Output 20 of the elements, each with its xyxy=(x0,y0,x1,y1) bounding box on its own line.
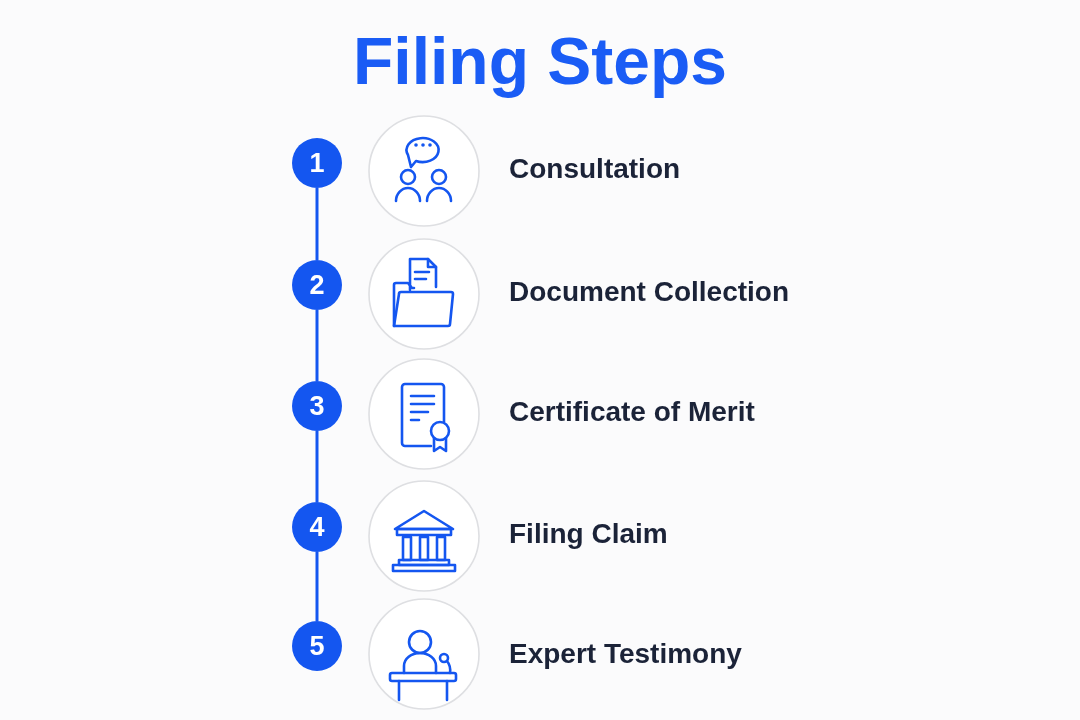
step-number-circle: 5 xyxy=(292,621,342,671)
step-number-circle: 4 xyxy=(292,502,342,552)
people-chat-icon xyxy=(368,115,480,227)
step-label: Expert Testimony xyxy=(509,637,742,671)
step-label: Consultation xyxy=(509,152,681,186)
speaker-podium-icon xyxy=(368,598,480,710)
timeline-line xyxy=(315,431,319,502)
timeline-line xyxy=(315,310,319,381)
step-number-circle: 2 xyxy=(292,260,342,310)
folder-document-icon xyxy=(368,238,480,350)
step-label: Certificate of Merit xyxy=(509,395,755,429)
certificate-icon xyxy=(368,358,480,470)
timeline-line xyxy=(315,188,319,260)
courthouse-icon xyxy=(368,480,480,592)
step-number-circle: 3 xyxy=(292,381,342,431)
step-label: Document Collection xyxy=(509,275,789,309)
title: Filing Steps xyxy=(353,23,727,100)
step-label: Filing Claim xyxy=(509,517,668,551)
timeline-line xyxy=(315,552,319,621)
step-number-circle: 1 xyxy=(292,138,342,188)
